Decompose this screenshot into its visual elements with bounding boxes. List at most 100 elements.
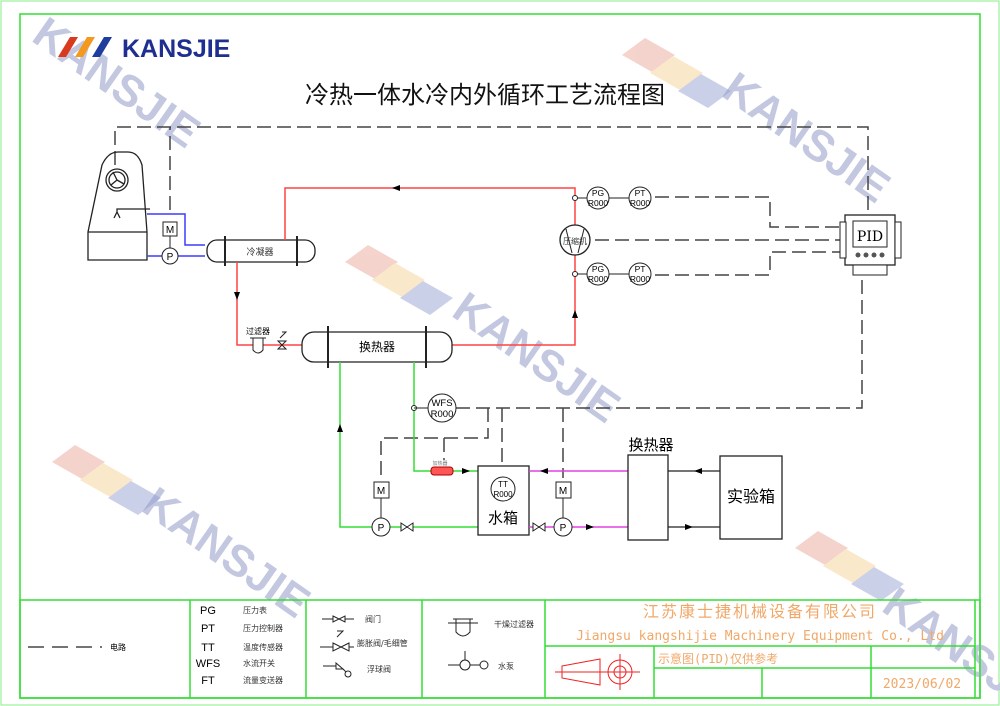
valve-legend-icons: [320, 615, 354, 678]
motor-label: M: [559, 486, 567, 497]
watermark-text: KANSJIE: [24, 8, 208, 158]
refrigerant-suction: [452, 255, 576, 346]
pump-label: P: [378, 523, 385, 534]
legend-code: PT: [201, 623, 215, 635]
wfs-tag: WFS: [431, 398, 452, 409]
legend-desc: 水泵: [498, 661, 514, 671]
logo-text: KANSJIE: [122, 35, 230, 63]
flow-arrow: [694, 468, 702, 474]
dryer-filter-icon: [455, 619, 471, 637]
legend-code: PG: [200, 605, 216, 617]
watermark-text: KANSJIE: [134, 478, 318, 628]
motor-label: M: [166, 225, 174, 236]
legend-desc: 压力表: [243, 605, 267, 615]
flow-arrow: [540, 468, 548, 474]
valve-icon: [400, 522, 414, 532]
cooling-tower: [87, 151, 150, 261]
pump-label: P: [167, 252, 174, 263]
float-valve-icon: [335, 661, 345, 670]
heater: 加热器: [430, 460, 454, 476]
test-chamber: [719, 455, 783, 540]
signal-line-wfs: [455, 280, 863, 409]
legend-abbreviations: PG PT TT WFS FT: [196, 605, 220, 687]
filter-label: 过滤器: [246, 326, 270, 336]
legend-desc: 干燥过滤器: [494, 619, 534, 629]
projection-symbol-icon: [555, 654, 640, 690]
legend-code: TT: [201, 642, 215, 654]
legend-descriptions: 压力表 压力控制器 温度传感器 水流开关 流量变送器: [243, 605, 283, 685]
flow-arrow: [234, 292, 240, 300]
pt-top-gauge: [628, 186, 652, 210]
flow-arrow: [337, 424, 343, 432]
water-line-supply: [413, 362, 478, 472]
legend-electric-label: 电路: [110, 642, 126, 652]
pg-bottom-tag: PG: [592, 264, 604, 274]
expansion-valve-icon: [332, 642, 350, 652]
legend-desc: 压力控制器: [243, 623, 283, 633]
signal-line-pump-left: [380, 408, 489, 478]
pg-bottom-gauge: [586, 262, 610, 286]
gate-valve-icon: [332, 615, 346, 623]
pt-bottom-gauge: [628, 262, 652, 286]
signal-line-tower: [114, 126, 869, 215]
logo-stripe-orange: [75, 37, 95, 57]
compressor-label: 压缩机: [563, 236, 587, 246]
watermark-text: KANSJIE: [714, 63, 898, 213]
legend-code: WFS: [196, 658, 220, 670]
kansjie-logo: KANSJIE: [58, 35, 230, 63]
pg-top-tag: PG: [592, 188, 604, 198]
heat-exchanger-label: 换热器: [359, 340, 395, 354]
watermark-stripes: [52, 38, 904, 601]
pid-label: PID: [857, 229, 883, 245]
wfs-num: R000: [431, 409, 454, 420]
instrument-group: PG R000 PT R000 PG R000 PT R000: [572, 186, 652, 286]
water-tank-label: 水箱: [488, 509, 518, 527]
note-text: 示意图(PID)仅供参考: [658, 651, 778, 666]
signal-lines: [114, 126, 869, 478]
legend-desc: 膨胀阀/毛细管: [357, 638, 408, 648]
company-name-en: Jiangsu kangshijie Machinery Equipment C…: [576, 629, 944, 644]
legend-desc: 流量变送器: [243, 675, 283, 685]
process-water-lines: [339, 362, 478, 528]
refrigerant-discharge: [284, 187, 576, 245]
legend-desc: 阀门: [365, 614, 381, 624]
cooling-pump: [161, 247, 179, 265]
pt-top-tag: PT: [635, 188, 646, 198]
pt-bottom-num: R000: [630, 274, 651, 284]
logo-stripe-blue: [92, 37, 112, 57]
cooling-water-supply: [147, 213, 205, 246]
flow-arrow: [392, 185, 400, 191]
water-pump-right: [553, 517, 573, 537]
condenser: 冷凝器: [206, 236, 316, 266]
heat-exchanger-2: [627, 454, 669, 541]
flow-arrow: [462, 468, 470, 474]
secondary-lines: [529, 470, 628, 528]
flow-arrow: [586, 524, 594, 530]
signal-line-pt-bottom: [655, 251, 845, 276]
flow-arrow: [572, 310, 578, 318]
pt-top-num: R000: [630, 198, 651, 208]
water-tank: TT R000 水箱: [477, 465, 530, 536]
fan-icon: [105, 168, 129, 192]
refrigerant-lines: [236, 187, 576, 346]
compressor: 压缩机: [559, 224, 591, 256]
legend-code: FT: [201, 675, 215, 687]
legend-block: [19, 599, 981, 699]
legend-desc: 浮球阀: [367, 664, 391, 674]
water-pump-icon: [459, 659, 471, 671]
tt-num: R000: [493, 490, 513, 499]
pump-label: P: [560, 523, 567, 534]
watermark-text: KANSJIE: [444, 283, 628, 433]
pid-controller[interactable]: PID: [839, 214, 902, 276]
legend-desc: 水流开关: [243, 658, 275, 668]
valve-legend-labels: 阀门 膨胀阀/毛细管 浮球阀: [357, 614, 408, 674]
logo-stripe-red: [58, 37, 78, 57]
expansion-valve-icon: [276, 331, 288, 350]
water-pump-left: [371, 517, 391, 537]
other-legend-icons: [448, 618, 489, 671]
wfs-switch: [427, 393, 457, 423]
motor-label: M: [377, 486, 385, 497]
refrigerant-liquid: [236, 262, 302, 346]
pg-bottom-num: R000: [588, 274, 609, 284]
